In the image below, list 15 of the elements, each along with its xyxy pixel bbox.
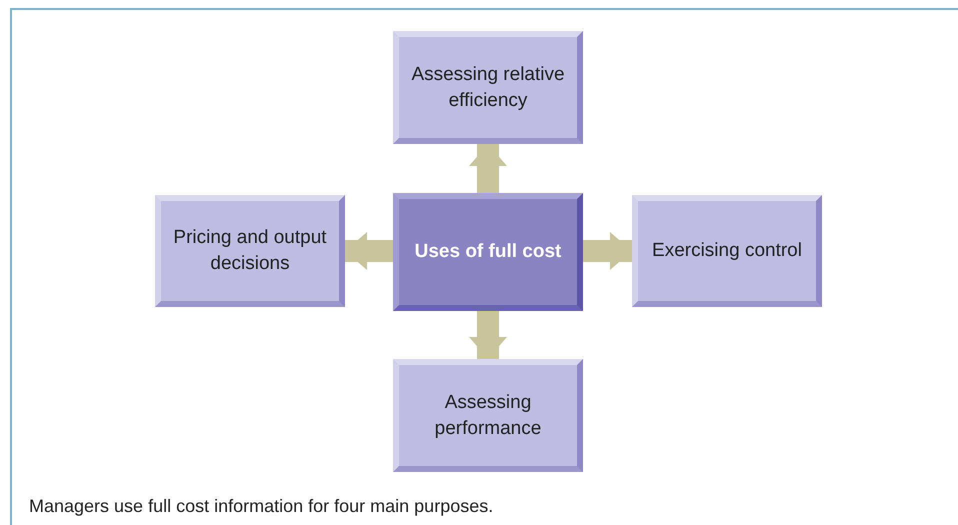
process-box <box>155 195 345 307</box>
block-arrow <box>469 144 507 193</box>
box-label: Assessing relative efficiency <box>411 62 565 112</box>
box-label: Uses of full cost <box>414 240 562 264</box>
block-arrow <box>469 311 507 359</box>
block-arrow <box>345 232 393 270</box>
process-box <box>632 195 822 307</box>
process-box <box>393 193 583 311</box>
caption: Managers use full cost information for four main purposes. <box>29 495 494 518</box>
block-arrow <box>583 232 632 270</box>
process-box <box>393 359 583 472</box>
box-label: Pricing and output decisions <box>173 226 327 276</box>
process-box <box>393 31 583 144</box>
box-label: Exercising control <box>652 239 802 263</box>
box-label: Assessing performance <box>434 390 542 440</box>
